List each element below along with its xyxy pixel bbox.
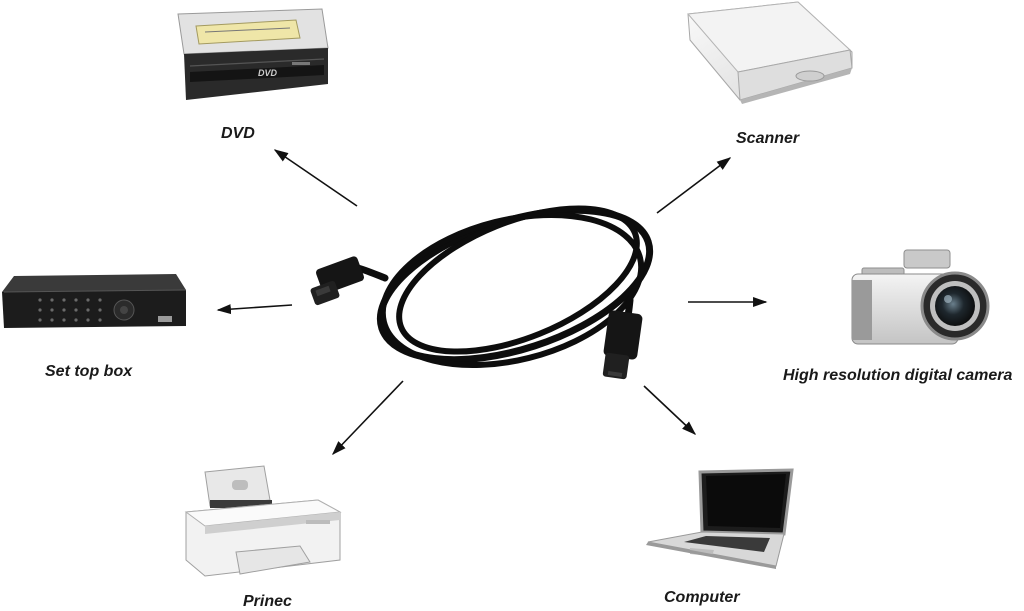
arrow-to-set-top-box xyxy=(216,304,293,315)
label-dvd: DVD xyxy=(221,125,255,142)
set-top-box-image xyxy=(2,274,187,328)
laptop-image xyxy=(646,468,794,569)
dvd-drive-image: DVD xyxy=(177,8,329,100)
label-camera: High resolution digital camera xyxy=(783,367,1013,384)
arrow-to-computer xyxy=(643,385,697,435)
printer-image xyxy=(184,465,342,577)
cable-connector-left xyxy=(310,256,364,306)
label-printer: Prinec xyxy=(243,593,292,610)
label-scanner: Scanner xyxy=(736,130,800,147)
digital-camera-image xyxy=(851,249,990,345)
cable-connector-right xyxy=(602,310,643,380)
label-set-top-box: Set top box xyxy=(45,363,133,380)
label-computer: Computer xyxy=(664,589,740,606)
arrow-to-dvd xyxy=(273,149,358,207)
scanner-image xyxy=(687,1,853,104)
arrow-to-printer xyxy=(332,380,404,456)
dvd-logo: DVD xyxy=(258,68,278,78)
arrow-to-scanner xyxy=(656,157,732,214)
